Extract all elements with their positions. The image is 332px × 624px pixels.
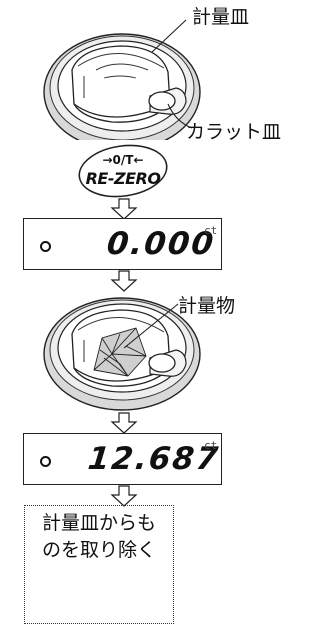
carat-pan-label: カラット皿 <box>186 121 282 143</box>
display-unit: ct <box>204 224 218 237</box>
weighing-pan-illustration <box>43 19 201 140</box>
display-value: 0.000 <box>105 226 217 262</box>
pan-with-gem-illustration <box>43 297 201 411</box>
remove-items-note: 計量皿からも のを取り除く <box>24 505 174 624</box>
display-unit: ct <box>204 439 218 452</box>
pan-label: 計量皿 <box>192 6 250 28</box>
down-arrow-icon <box>110 412 138 434</box>
sample-label: 計量物 <box>178 295 236 317</box>
rezero-key-main-label: RE-ZERO <box>85 169 161 188</box>
down-arrow-icon <box>110 270 138 292</box>
note-line-1: 計量皿からも <box>41 512 156 534</box>
down-arrow-icon <box>110 198 138 220</box>
down-arrow-icon <box>110 485 138 507</box>
stable-mark-icon <box>40 456 51 467</box>
rezero-key-outline <box>78 144 168 198</box>
display-value: 12.687 <box>86 441 222 477</box>
rezero-key-top-label: →0/T← <box>102 153 144 167</box>
weight-display-reading: 12.687 ct <box>23 433 222 485</box>
rezero-key[interactable]: →0/T← RE-ZERO <box>76 144 170 198</box>
stable-mark-icon <box>40 241 51 252</box>
note-line-2: のを取り除く <box>41 539 156 561</box>
weight-display-zero: 0.000 ct <box>23 218 222 270</box>
